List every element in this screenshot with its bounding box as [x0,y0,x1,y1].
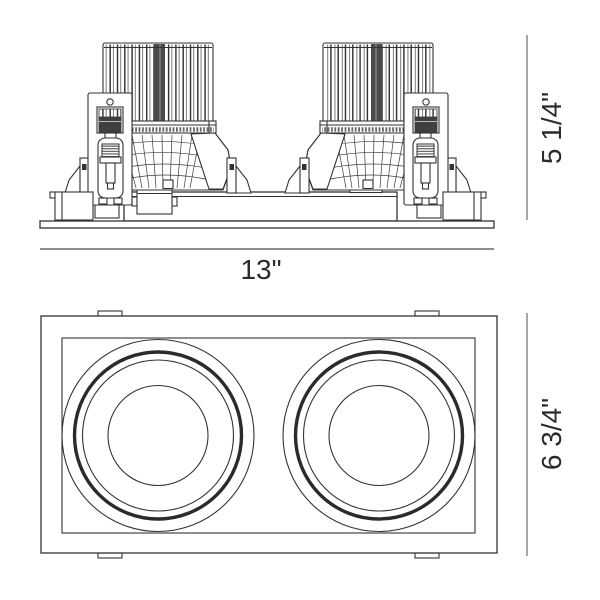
width-label: 13" [240,254,281,285]
housing-box [123,187,398,222]
inner-aperture-rect [61,337,476,534]
junction-latch [131,188,178,215]
dimension-height-plan: 6 3/4" [526,313,567,556]
side-height-label: 5 1/4" [536,92,567,164]
trim-circle-left [61,338,255,533]
dimension-height-side: 5 1/4" [526,35,567,220]
mounting-tabs [97,310,440,559]
mounting-bracket-right [403,92,487,221]
plan-height-label: 6 3/4" [536,398,567,470]
trim-circle-right [282,338,476,533]
plan-view [40,310,498,559]
trim-flange-plate [39,220,495,229]
side-view [39,43,495,229]
mounting-bracket-left [49,92,133,221]
dimension-width: 13" [40,248,494,285]
